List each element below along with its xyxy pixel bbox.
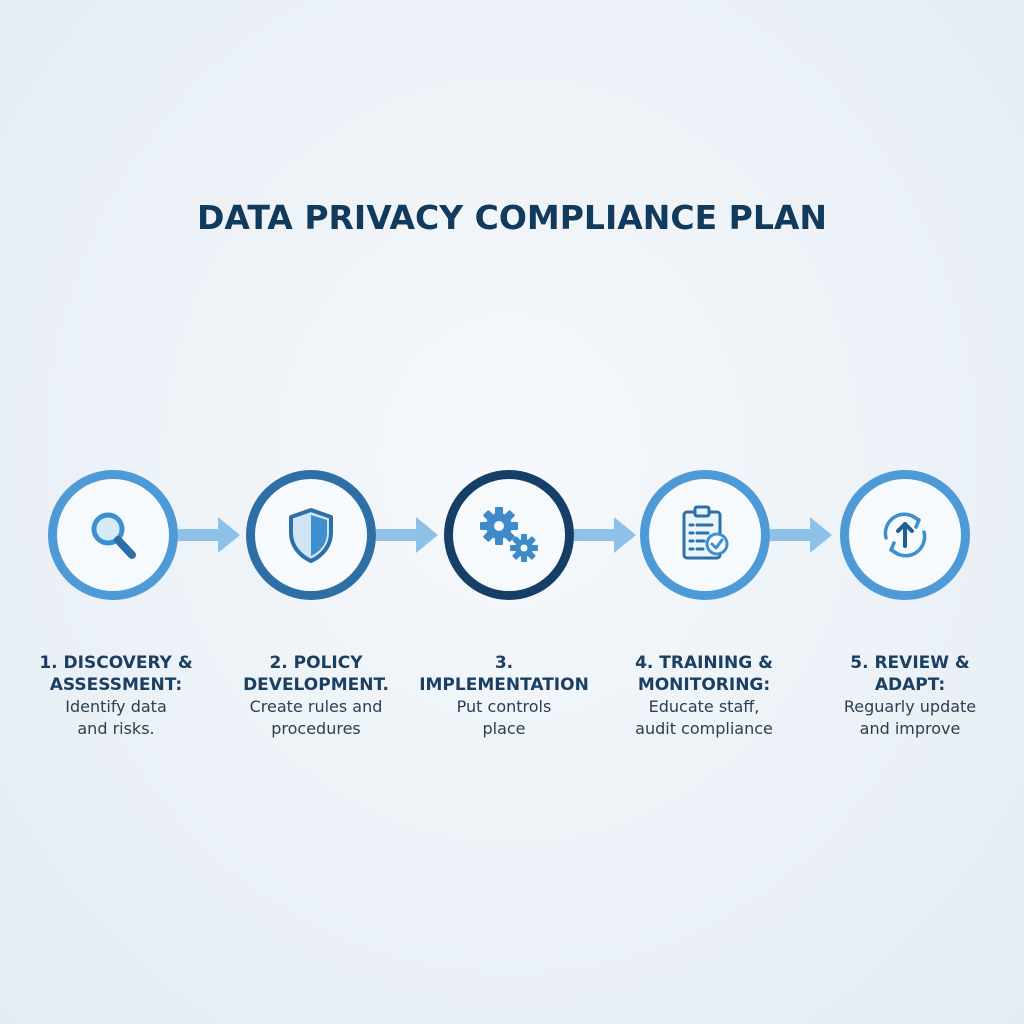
step-4-title: 4. TRAINING & MONITORING: <box>635 653 773 695</box>
step-4-circle <box>640 470 770 600</box>
step-2-description: Create rules and procedures <box>249 697 383 738</box>
step-3-text: 3. IMPLEMENTATION Put controls place <box>414 652 594 740</box>
step-3-description: Put controls place <box>456 697 552 738</box>
arrow-4-icon <box>770 517 832 553</box>
arrow-1-icon <box>178 517 240 553</box>
arrow-2-icon <box>376 517 438 553</box>
step-5-text: 5. REVIEW & ADAPT: Reguarly update and i… <box>820 652 1000 740</box>
step-3-circle <box>444 470 574 600</box>
step-2-text: 2. POLICY DEVELOPMENT. Create rules and … <box>226 652 406 740</box>
page-title: DATA PRIVACY COMPLIANCE PLAN <box>196 198 828 237</box>
step-4-text: 4. TRAINING & MONITORING: Educate staff,… <box>614 652 794 740</box>
step-5-description: Reguarly update and improve <box>843 697 977 738</box>
step-1-circle <box>48 470 178 600</box>
step-1-description: Identify data and risks. <box>65 697 167 738</box>
magnifier-icon <box>91 512 136 559</box>
refresh-arrows-icon <box>883 512 927 558</box>
step-1-title: 1. DISCOVERY & ASSESSMENT: <box>39 653 193 695</box>
arrow-3-icon <box>574 517 636 553</box>
step-1-text: 1. DISCOVERY & ASSESSMENT: Identify data… <box>26 652 206 740</box>
shield-icon <box>289 508 333 563</box>
step-5-title: 5. REVIEW & ADAPT: <box>850 653 970 695</box>
gears-icon <box>480 507 538 562</box>
step-5-circle <box>840 470 970 600</box>
step-2-title: 2. POLICY DEVELOPMENT. <box>243 653 389 695</box>
checklist-icon <box>682 505 729 560</box>
step-4-description: Educate staff, audit compliance <box>635 697 773 738</box>
step-2-circle <box>246 470 376 600</box>
step-3-title: 3. IMPLEMENTATION <box>419 653 589 695</box>
